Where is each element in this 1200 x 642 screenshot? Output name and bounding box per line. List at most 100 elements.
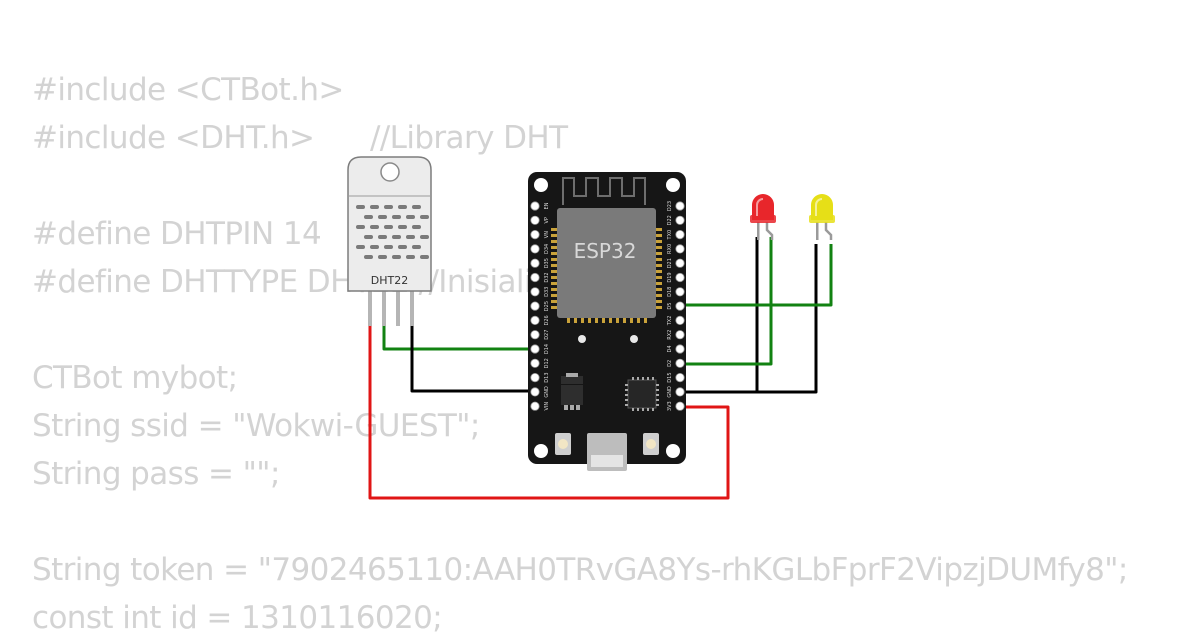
pin-label: D15 [667, 372, 673, 382]
vent-slot [356, 245, 365, 249]
pin-label: D18 [667, 287, 673, 297]
right-pin-d15[interactable] [675, 372, 685, 383]
wires [368, 237, 833, 500]
vent-slot [412, 225, 421, 229]
pin-label: TX2 [667, 316, 673, 327]
vent-slot [412, 205, 421, 209]
red-led-signal-wire [680, 237, 773, 366]
pin-label: D14 [544, 344, 550, 354]
pin-label: D4 [667, 345, 673, 352]
chip-pads [551, 228, 662, 323]
left-pin-vn[interactable] [530, 230, 540, 240]
left-pin-gnd[interactable] [530, 387, 540, 397]
right-pin-d22[interactable] [675, 215, 685, 225]
vent-slot [406, 235, 415, 239]
right-header-pins: D23D22TX0RX0D21D19D18D5TX2RX2D4D2D15GND3… [667, 201, 685, 411]
mount-hole [534, 444, 548, 458]
usb-uart-chip [625, 377, 659, 411]
vent-slot [378, 215, 387, 219]
right-pin-gnd[interactable] [675, 387, 685, 397]
led-highlight [815, 198, 823, 216]
left-pin-vp[interactable] [530, 215, 540, 225]
led-dome [811, 194, 833, 220]
vent-slot [392, 215, 401, 219]
left-pin-d14[interactable] [530, 344, 540, 354]
right-pin-tx2[interactable] [675, 315, 685, 325]
left-pin-d13[interactable] [530, 372, 540, 383]
led-highlight [756, 198, 764, 216]
mount-hole [666, 444, 680, 458]
pin-label: D33 [544, 287, 550, 297]
left-pin-d35[interactable] [530, 258, 540, 268]
pin-label: D25 [544, 301, 550, 311]
dht-label: DHT22 [371, 274, 408, 287]
right-pin-tx0[interactable] [675, 230, 685, 240]
vent-slot [370, 245, 379, 249]
esp-gnd-wire [680, 244, 818, 394]
dht-pin-1 [368, 290, 372, 326]
led-dome [752, 194, 774, 220]
left-pin-d34[interactable] [530, 244, 540, 254]
dht-power-wire [368, 326, 730, 500]
en-button[interactable] [555, 433, 571, 455]
dht-mount-hole [380, 162, 400, 182]
right-pin-rx2[interactable] [675, 330, 685, 340]
right-pin-d18[interactable] [675, 287, 685, 297]
yellow-led[interactable] [809, 194, 835, 240]
pin-label: VP [544, 217, 550, 223]
right-pin-d2[interactable] [675, 358, 685, 368]
led-leg [765, 222, 774, 240]
led-leg [824, 222, 833, 240]
boot-button[interactable] [643, 433, 659, 455]
left-pin-d26[interactable] [530, 315, 540, 325]
left-pin-d25[interactable] [530, 301, 540, 311]
dht-pin-4 [410, 290, 414, 326]
left-pin-d33[interactable] [530, 287, 540, 297]
code-line: #define DHTPIN 14 [32, 216, 322, 252]
right-pin-d21[interactable] [675, 258, 685, 268]
dht22-sensor[interactable]: DHT22 [347, 156, 432, 326]
pin-label: EN [544, 202, 550, 209]
right-pin-3v3[interactable] [675, 401, 685, 411]
dht-vent-grille [356, 205, 429, 259]
right-pin-d5[interactable] [675, 301, 685, 311]
pin-label: D19 [667, 272, 673, 282]
pin-label: D34 [544, 244, 550, 254]
vent-slot [384, 245, 393, 249]
vent-slot [356, 205, 365, 209]
pin-label: VN [544, 231, 550, 238]
vent-slot [406, 215, 415, 219]
led-leg [757, 222, 760, 240]
vent-slot [420, 215, 429, 219]
pin-label: GND [544, 386, 550, 398]
code-line: #include <DHT.h> //Library DHT [32, 120, 568, 156]
left-pin-en[interactable] [530, 201, 540, 211]
left-pin-d32[interactable] [530, 272, 540, 283]
right-pin-d4[interactable] [675, 344, 685, 354]
mount-hole [534, 178, 548, 192]
esp32-label: ESP32 [574, 239, 637, 263]
pin-label: 3V3 [667, 401, 673, 411]
dht-pin-3 [396, 290, 400, 326]
micro-usb-port [587, 433, 627, 471]
vent-slot [356, 225, 365, 229]
pin-label: D32 [544, 272, 550, 282]
vent-slot [378, 255, 387, 259]
pin-label: RX2 [667, 330, 673, 340]
dht-ground-wire [410, 326, 534, 393]
pin-label: D26 [544, 315, 550, 325]
yellow-led-signal-wire [680, 244, 833, 307]
right-pin-d23[interactable] [675, 201, 685, 211]
red-led[interactable] [750, 194, 776, 240]
left-pin-d12[interactable] [530, 358, 540, 368]
vent-slot [370, 225, 379, 229]
left-pin-d27[interactable] [530, 330, 540, 340]
right-pin-d19[interactable] [675, 272, 685, 283]
vent-slot [398, 245, 407, 249]
right-pin-rx0[interactable] [675, 244, 685, 254]
pin-label: D5 [667, 303, 673, 310]
vent-slot [364, 215, 373, 219]
left-pin-vin[interactable] [530, 401, 540, 411]
